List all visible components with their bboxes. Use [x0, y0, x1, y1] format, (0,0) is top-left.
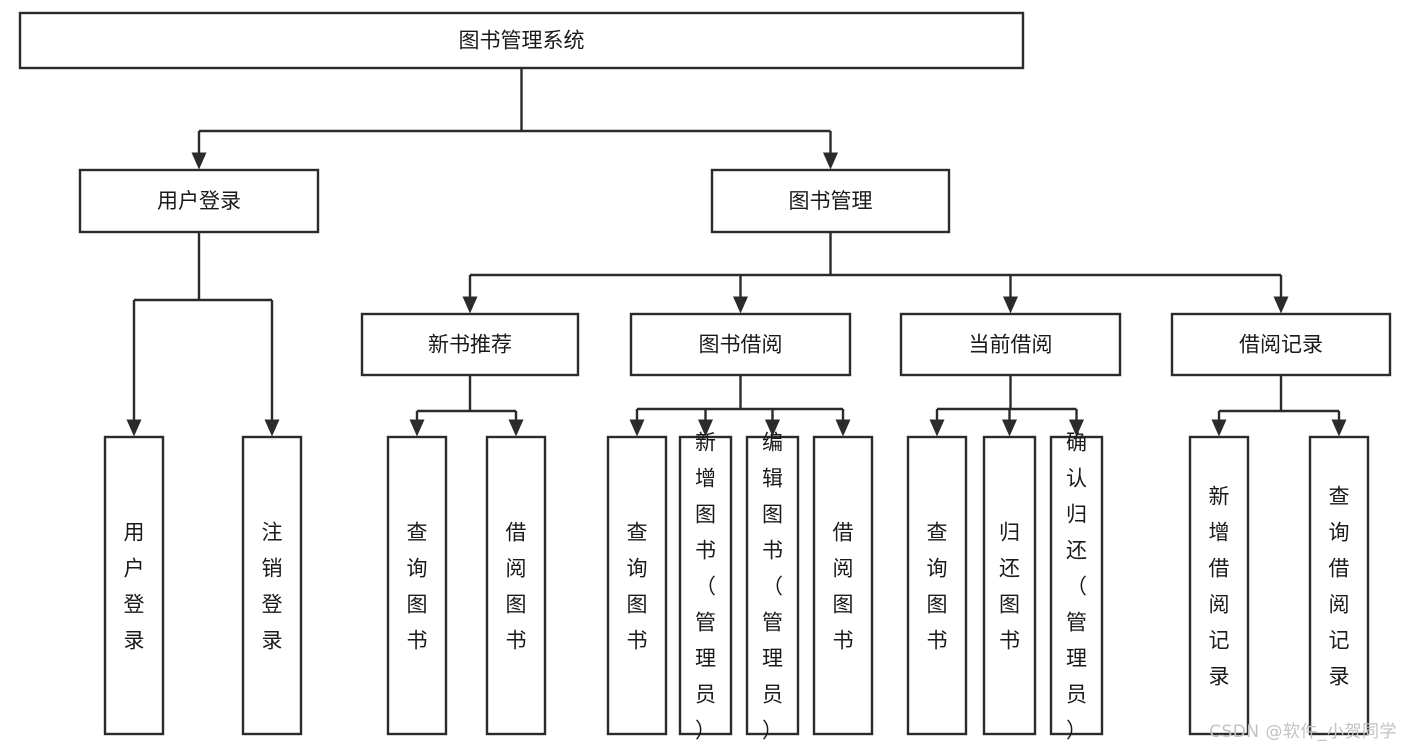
- arrow-head-icon: [508, 419, 524, 437]
- node-leaf-query-book-current[interactable]: 查询图书: [906, 435, 968, 736]
- node-box-leaf-query-book-borrow[interactable]: [606, 435, 668, 736]
- node-box-leaf-query-record[interactable]: [1308, 435, 1370, 736]
- node-user-login[interactable]: 用户登录: [78, 168, 320, 234]
- arrow-head-icon: [191, 152, 207, 170]
- node-leaf-borrow-book[interactable]: 借阅图书: [812, 435, 874, 736]
- node-box-leaf-query-book-current[interactable]: [906, 435, 968, 736]
- node-label-leaf-user-login: 用户登录: [124, 520, 145, 652]
- node-label-leaf-borrow-book-recommend: 借阅图书: [506, 520, 527, 652]
- arrow-head-icon: [823, 152, 838, 170]
- node-box-leaf-add-record[interactable]: [1188, 435, 1250, 736]
- node-leaf-return-book[interactable]: 归还图书: [982, 435, 1037, 736]
- node-leaf-user-login[interactable]: 用户登录: [103, 435, 165, 736]
- node-box-book-borrow[interactable]: [629, 312, 852, 377]
- node-box-new-book-recommend[interactable]: [360, 312, 580, 377]
- node-label-leaf-logout: 注销登录: [262, 520, 283, 652]
- node-label-borrow-record: 借阅记录: [1239, 333, 1323, 357]
- node-leaf-borrow-book-recommend[interactable]: 借阅图书: [485, 435, 547, 736]
- arrow-head-icon: [409, 419, 425, 437]
- node-leaf-query-book-borrow[interactable]: 查询图书: [606, 435, 668, 736]
- node-box-leaf-logout[interactable]: [241, 435, 303, 736]
- node-label-leaf-query-book-current: 查询图书: [927, 520, 948, 652]
- arrow-head-icon: [835, 419, 851, 437]
- node-leaf-query-book-recommend[interactable]: 查询图书: [386, 435, 448, 736]
- node-box-user-login[interactable]: [78, 168, 320, 234]
- node-leaf-logout[interactable]: 注销登录: [241, 435, 303, 736]
- node-label-leaf-borrow-book: 借阅图书: [833, 520, 854, 652]
- node-layer: 图书管理系统用户登录图书管理新书推荐图书借阅当前借阅借阅记录用户登录注销登录查询…: [18, 11, 1392, 742]
- node-label-book-manage: 图书管理: [789, 189, 873, 213]
- arrow-head-icon: [126, 419, 142, 437]
- node-label-user-login: 用户登录: [157, 189, 241, 213]
- connector-layer: [126, 68, 1347, 437]
- arrow-head-icon: [462, 296, 478, 314]
- node-label-current-borrow: 当前借阅: [969, 333, 1053, 357]
- node-label-leaf-confirm-return: 确认归还（管理员）: [1066, 430, 1087, 742]
- node-box-leaf-query-book-recommend[interactable]: [386, 435, 448, 736]
- arrow-head-icon: [629, 419, 645, 437]
- arrow-head-icon: [1331, 419, 1347, 437]
- node-box-book-manage[interactable]: [710, 168, 951, 234]
- node-borrow-record[interactable]: 借阅记录: [1170, 312, 1392, 377]
- node-new-book-recommend[interactable]: 新书推荐: [360, 312, 580, 377]
- node-label-leaf-add-book: 新增图书（管理员）: [695, 430, 716, 742]
- node-leaf-confirm-return[interactable]: 确认归还（管理员）: [1049, 430, 1104, 742]
- node-box-borrow-record[interactable]: [1170, 312, 1392, 377]
- node-box-leaf-add-book[interactable]: [678, 435, 733, 736]
- node-box-leaf-borrow-book[interactable]: [812, 435, 874, 736]
- node-label-leaf-query-book-borrow: 查询图书: [627, 520, 648, 652]
- arrow-head-icon: [1002, 419, 1017, 437]
- node-label-leaf-return-book: 归还图书: [999, 520, 1020, 652]
- node-leaf-query-record[interactable]: 查询借阅记录: [1308, 435, 1370, 736]
- arrow-head-icon: [929, 419, 945, 437]
- arrow-head-icon: [765, 419, 780, 437]
- node-label-book-borrow: 图书借阅: [699, 333, 783, 357]
- node-book-manage[interactable]: 图书管理: [710, 168, 951, 234]
- arrow-head-icon: [1211, 419, 1227, 437]
- node-leaf-add-record[interactable]: 新增借阅记录: [1188, 435, 1250, 736]
- node-leaf-add-book[interactable]: 新增图书（管理员）: [678, 430, 733, 742]
- node-box-leaf-edit-book[interactable]: [745, 435, 800, 736]
- node-current-borrow[interactable]: 当前借阅: [899, 312, 1122, 377]
- node-box-current-borrow[interactable]: [899, 312, 1122, 377]
- node-label-leaf-add-record: 新增借阅记录: [1209, 484, 1230, 688]
- node-box-leaf-confirm-return[interactable]: [1049, 435, 1104, 736]
- node-leaf-edit-book[interactable]: 编辑图书（管理员）: [745, 430, 800, 742]
- arrow-head-icon: [264, 419, 280, 437]
- node-box-leaf-return-book[interactable]: [982, 435, 1037, 736]
- node-box-root[interactable]: [18, 11, 1025, 70]
- watermark-text: CSDN @软件_小贺同学: [1209, 722, 1397, 742]
- node-box-leaf-user-login[interactable]: [103, 435, 165, 736]
- node-root[interactable]: 图书管理系统: [18, 11, 1025, 70]
- arrow-head-icon: [1273, 296, 1289, 314]
- arrow-head-icon: [733, 296, 748, 314]
- arrow-head-icon: [1069, 419, 1084, 437]
- node-label-leaf-query-record: 查询借阅记录: [1329, 484, 1350, 688]
- node-label-root: 图书管理系统: [459, 29, 585, 53]
- node-label-leaf-edit-book: 编辑图书（管理员）: [762, 430, 783, 742]
- arrow-head-icon: [698, 419, 713, 437]
- arrow-head-icon: [1003, 296, 1018, 314]
- node-label-new-book-recommend: 新书推荐: [428, 333, 512, 357]
- node-box-leaf-borrow-book-recommend[interactable]: [485, 435, 547, 736]
- node-book-borrow[interactable]: 图书借阅: [629, 312, 852, 377]
- node-label-leaf-query-book-recommend: 查询图书: [407, 520, 428, 652]
